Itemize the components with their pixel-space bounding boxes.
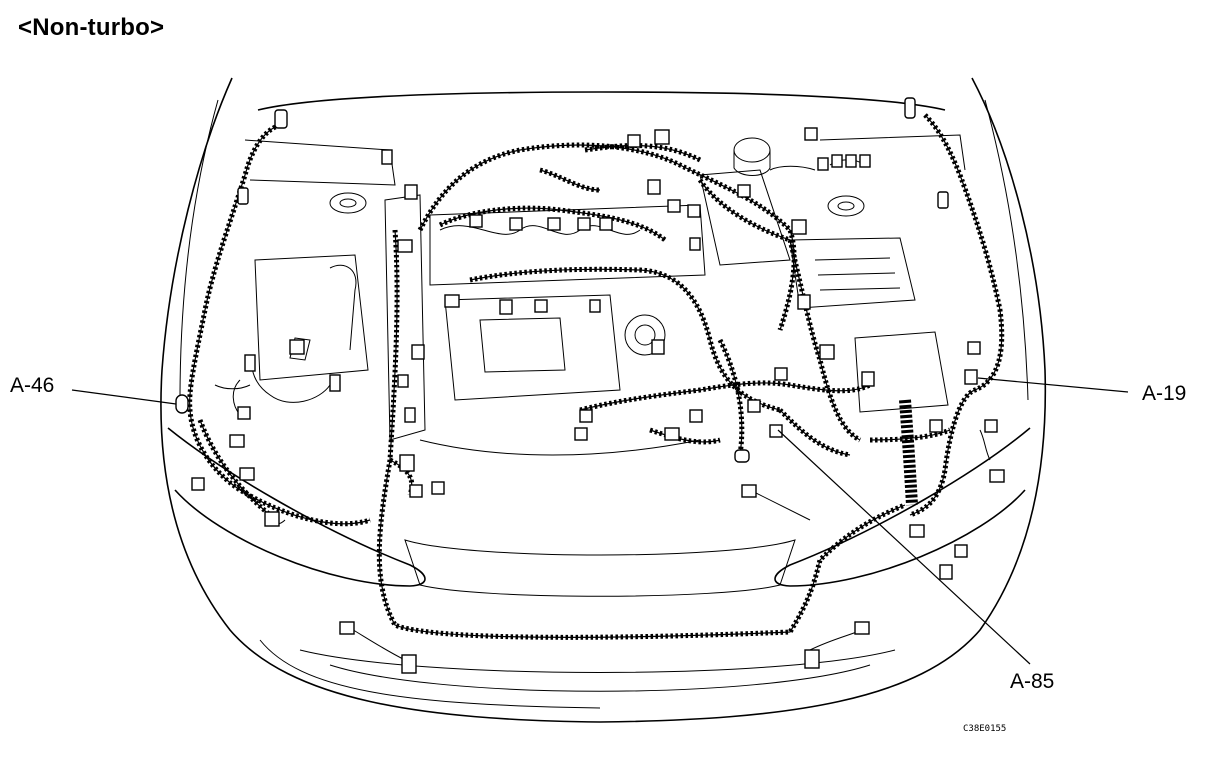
- connectors: [175, 97, 1005, 674]
- callout-a46: A-46: [10, 374, 55, 397]
- callout-a19: A-19: [1142, 382, 1187, 405]
- engine-components: [244, 134, 966, 456]
- wire-harness: [187, 113, 1005, 640]
- leader-a46: [71, 389, 177, 405]
- branch-wires: [214, 159, 991, 661]
- vehicle-body-outline: [160, 77, 1047, 723]
- leader-a19: [977, 377, 1129, 393]
- callout-leaders: [71, 377, 1129, 665]
- diagram-title: <Non-turbo>: [18, 14, 165, 41]
- callout-a85: A-85: [1010, 670, 1055, 693]
- leader-a85: [777, 429, 1031, 665]
- figure-number: C38E0155: [963, 724, 1007, 734]
